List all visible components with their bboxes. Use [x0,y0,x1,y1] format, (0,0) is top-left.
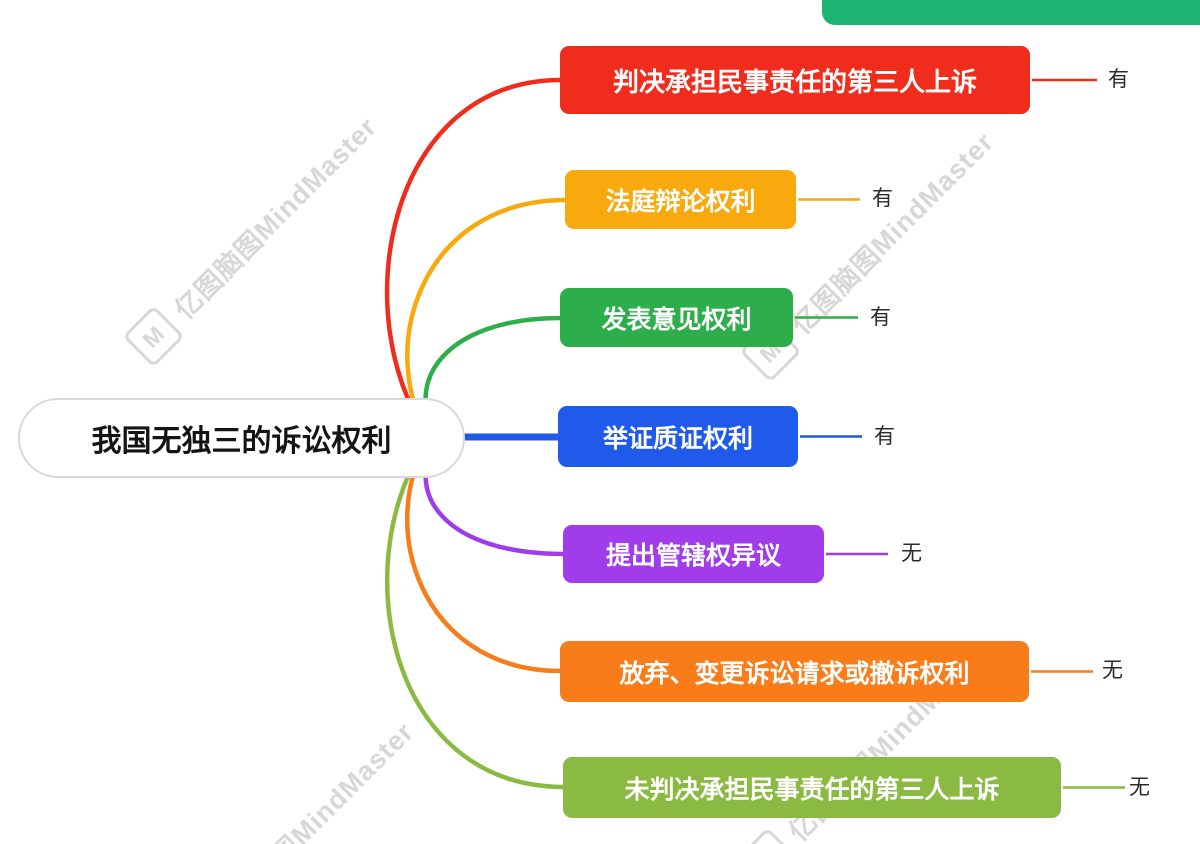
topic-label: 放弃、变更诉讼请求或撤诉权利 [619,659,970,688]
leaf-node[interactable]: 无 [1102,659,1123,682]
topic-label: 未判决承担民事责任的第三人上诉 [624,775,1000,804]
topic-label: 判决承担民事责任的第三人上诉 [612,66,977,97]
topic-jurisdiction-objection[interactable]: 提出管辖权异议 [563,525,824,583]
topic-express-opinion-right[interactable]: 发表意见权利 [560,288,793,347]
central-topic-label: 我国无独三的诉讼权利 [91,425,392,458]
topic-adjudged-third-party-appeal[interactable]: 判决承担民事责任的第三人上诉 [560,46,1030,114]
topic-label: 提出管辖权异议 [605,542,781,570]
leaf-node[interactable]: 有 [870,306,891,329]
topic-label: 举证质证权利 [602,424,753,453]
topic-court-debate-right[interactable]: 法庭辩论权利 [565,170,796,229]
topic-non-adjudged-third-party-appeal[interactable]: 未判决承担民事责任的第三人上诉 [563,757,1061,818]
leaf-node[interactable]: 无 [901,542,922,565]
leaf-node[interactable]: 有 [874,425,895,448]
leaf-node[interactable]: 无 [1129,776,1150,799]
leaf-node[interactable]: 有 [872,187,893,210]
topic-waive-change-or-withdraw-claims[interactable]: 放弃、变更诉讼请求或撤诉权利 [560,641,1029,702]
topic-label: 法庭辩论权利 [605,187,756,216]
topic-label: 发表意见权利 [601,305,752,334]
top-right-green-panel[interactable] [822,0,1200,25]
central-topic[interactable]: 我国无独三的诉讼权利 [18,398,465,478]
topic-evidence-cross-examination-right[interactable]: 举证质证权利 [558,406,798,467]
leaf-node[interactable]: 有 [1108,68,1129,91]
